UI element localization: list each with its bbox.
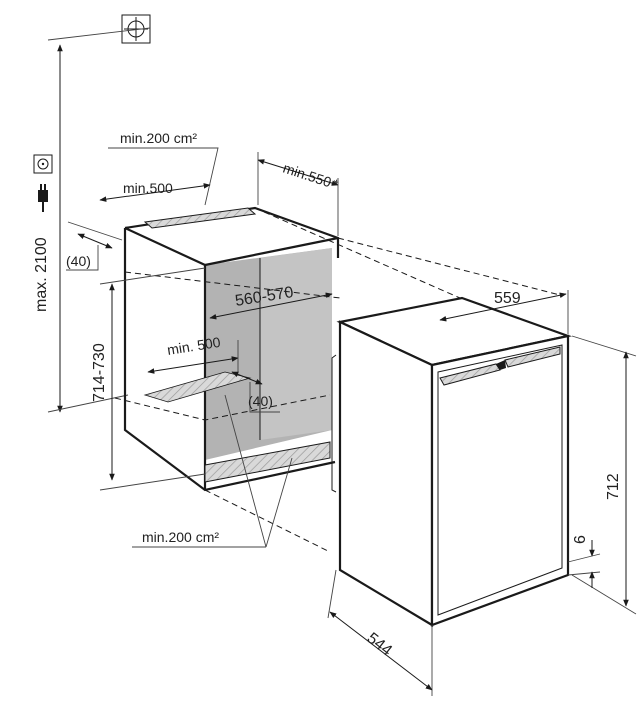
offset-top-leader (67, 221, 123, 241)
clearance-top-arrow (257, 159, 339, 186)
vent-bottom-depth-arrow (147, 356, 239, 374)
niche-height-label: 714-730 (91, 343, 108, 402)
niche-cabinet (114, 206, 340, 492)
unit-height-dimension (571, 335, 637, 615)
vent-bottom-area-label: min.200 cm² (142, 529, 219, 545)
offset-top-label: (40) (66, 253, 91, 269)
unit-height-label: 712 (605, 473, 622, 500)
vent-top-depth-arrow (99, 183, 211, 202)
max-height-label: max. 2100 (33, 237, 50, 312)
socket-icon (33, 154, 53, 174)
vent-top-area-label: min.200 cm² (120, 130, 197, 146)
unit-depth-dimension (327, 569, 433, 696)
niche-width-arrow (209, 292, 333, 320)
plinth-gap-label: 6 (572, 535, 589, 544)
plinth-gap-dimension (567, 540, 601, 588)
water-leader-line (47, 27, 151, 41)
niche-height-dimension (99, 267, 206, 491)
water-connection-icon (121, 14, 151, 44)
appliance-unit (331, 296, 573, 627)
offset-bottom-label: (40) (248, 393, 273, 409)
plug-icon (38, 184, 48, 212)
unit-depth-label: 544 (364, 630, 396, 660)
unit-width-label: 559 (494, 290, 521, 307)
offset-bottom-arrow (231, 371, 263, 385)
unit-width-arrow (439, 292, 567, 322)
